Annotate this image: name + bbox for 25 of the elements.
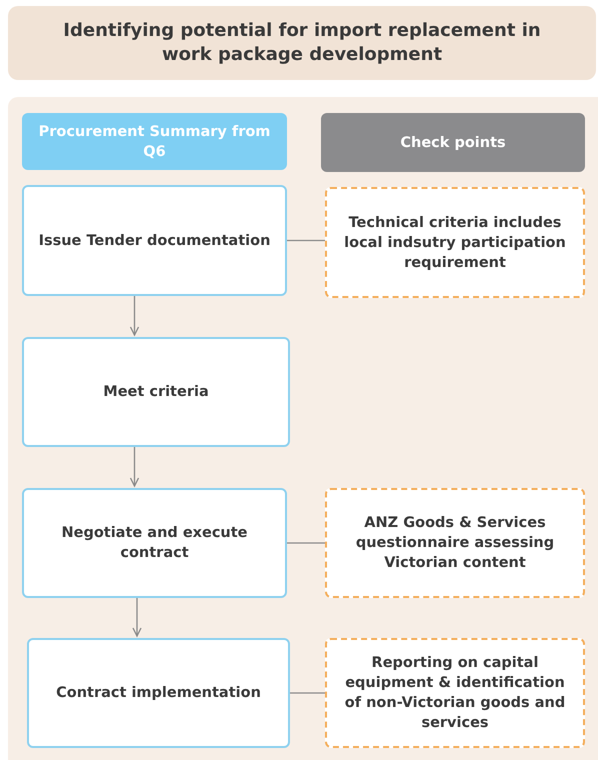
arrow	[130, 447, 140, 487]
process-box	[27, 638, 290, 748]
node-label: Contract implementation	[56, 684, 261, 703]
node-label: Reporting on capital equipment & identification of non-Victorian goods and services	[344, 654, 566, 733]
node-label: Technical criteria includes local indsutry participation requirement	[343, 214, 567, 272]
connector-line	[287, 240, 325, 242]
node-label: Negotiate and execute contract	[60, 524, 249, 563]
header-box	[22, 113, 287, 170]
process-box	[22, 185, 287, 296]
header-box	[321, 113, 585, 172]
checkpoint-box	[325, 638, 585, 748]
checkpoint-box	[325, 488, 585, 598]
connector-line	[290, 692, 325, 694]
node-label: Check points	[400, 134, 506, 152]
process-box	[22, 337, 290, 447]
node-label: Issue Tender documentation	[38, 232, 270, 250]
connector-line	[287, 542, 325, 544]
process-box	[22, 488, 287, 598]
node-label: ANZ Goods & Services questionnaire assessing Victorian content	[354, 514, 556, 573]
node-label: Procurement Summary from Q6	[38, 122, 272, 162]
title: Identifying potential for import replacement in work package development	[62, 19, 542, 67]
node-label: Meet criteria	[103, 383, 209, 402]
checkpoint-box	[325, 187, 585, 298]
arrow	[132, 598, 142, 637]
arrow	[130, 296, 140, 336]
